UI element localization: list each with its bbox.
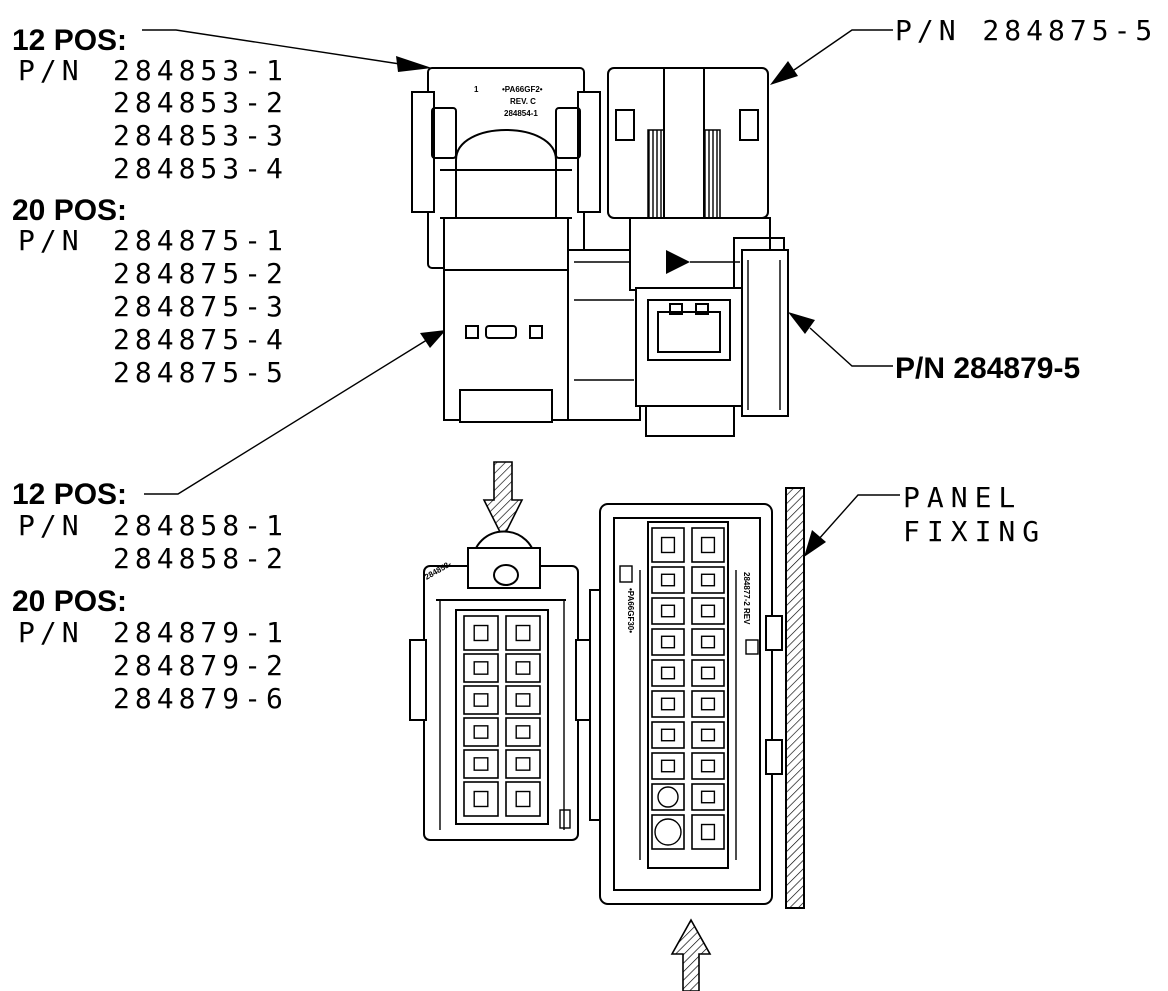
terminal-cavity bbox=[651, 690, 685, 718]
callout-heading-20pos: 20 POS: bbox=[12, 585, 127, 618]
arrowhead-icon bbox=[396, 56, 432, 72]
housing-20pos-bottom: •PA66GF30• 284877-2 REV bbox=[589, 503, 783, 905]
terminal-cavity bbox=[463, 749, 499, 779]
direction-triangle-icon bbox=[666, 250, 690, 274]
callout-panel-line1: PANEL bbox=[903, 481, 1022, 514]
terminal-cavity bbox=[691, 628, 725, 656]
terminal-cavity bbox=[463, 717, 499, 747]
callout-part-number: 284853-4 bbox=[113, 152, 288, 185]
terminal-cavity bbox=[651, 783, 685, 811]
insert-direction-arrow-down-icon bbox=[482, 461, 524, 540]
callout-part-number: 284875-4 bbox=[113, 323, 288, 356]
terminal-cavity bbox=[651, 628, 685, 656]
housing-part-number: 284877-2 REV bbox=[742, 572, 751, 625]
callout-part-number: 284875-3 bbox=[113, 290, 288, 323]
terminal-cavity bbox=[463, 685, 499, 715]
callout-part-number: 284875-5 bbox=[113, 356, 288, 389]
callout-part-number: P/N 284879-5 bbox=[895, 352, 1080, 385]
callout-pn-prefix: P/N bbox=[18, 616, 84, 649]
callout-part-number: 284853-3 bbox=[113, 119, 288, 152]
terminal-cavity bbox=[505, 749, 541, 779]
callout-pn-prefix: P/N bbox=[18, 509, 84, 542]
terminal-cavity bbox=[691, 566, 725, 594]
callout-part-number: P/N 284875-5 bbox=[895, 14, 1157, 47]
terminal-cavity bbox=[505, 653, 541, 683]
callout-part-number: 284875-2 bbox=[113, 257, 288, 290]
callout-part-number: 284879-6 bbox=[113, 682, 288, 715]
housing-material-code: •PA66GF30• bbox=[626, 588, 635, 633]
cavity-grid-12 bbox=[463, 615, 541, 817]
terminal-cavity bbox=[651, 597, 685, 625]
housing-12pos-top: 1 •PA66GF2• REV. C 284854-1 bbox=[411, 67, 601, 423]
terminal-cavity bbox=[651, 566, 685, 594]
callout-heading-20pos: 20 POS: bbox=[12, 194, 127, 227]
housing-material-code: •PA66GF2• bbox=[502, 85, 543, 94]
callout-part-number: 284879-1 bbox=[113, 616, 288, 649]
housing-284879-5 bbox=[635, 249, 789, 437]
callout-part-number: 284879-2 bbox=[113, 649, 288, 682]
callout-panel-line2: FIXING bbox=[903, 515, 1046, 548]
terminal-cavity bbox=[691, 527, 725, 563]
insert-direction-arrow-up-icon bbox=[670, 918, 712, 991]
terminal-cavity bbox=[505, 717, 541, 747]
terminal-cavity bbox=[691, 721, 725, 749]
cavity-grid-20 bbox=[651, 527, 725, 850]
callout-bottom-left: 12 POS: P/N 284858-1 284858-2 20 POS: P/… bbox=[12, 478, 288, 715]
terminal-cavity bbox=[651, 814, 685, 850]
terminal-cavity bbox=[691, 597, 725, 625]
terminal-cavity bbox=[505, 615, 541, 651]
panel-fixing-plate bbox=[785, 487, 805, 909]
leader-lines bbox=[142, 29, 900, 557]
arrowhead-icon bbox=[788, 312, 815, 334]
terminal-cavity bbox=[691, 659, 725, 687]
callout-pn-prefix: P/N bbox=[18, 54, 84, 87]
callout-part-number: 284858-1 bbox=[113, 509, 288, 542]
arrowhead-icon bbox=[770, 61, 798, 85]
housing-position-mark: 1 bbox=[474, 85, 479, 94]
housing-part-number: 284854-1 bbox=[504, 109, 538, 118]
callout-heading-12pos: 12 POS: bbox=[12, 24, 127, 57]
callout-part-number: 284875-1 bbox=[113, 224, 288, 257]
callout-part-number: 284853-2 bbox=[113, 86, 288, 119]
terminal-cavity bbox=[463, 781, 499, 817]
terminal-cavity bbox=[651, 527, 685, 563]
terminal-cavity bbox=[651, 721, 685, 749]
terminal-cavity bbox=[505, 685, 541, 715]
housing-12pos-bottom: 284858- bbox=[409, 530, 593, 841]
callout-heading-12pos: 12 POS: bbox=[12, 478, 127, 511]
housing-rev: REV. C bbox=[510, 97, 536, 106]
callout-pn-prefix: P/N bbox=[18, 224, 84, 257]
callout-part-number: 284853-1 bbox=[113, 54, 288, 87]
top-connector-assembly: 1 •PA66GF2• REV. C 284854-1 bbox=[411, 67, 789, 437]
terminal-cavity bbox=[651, 752, 685, 780]
callout-top-left: 12 POS: P/N 284853-1 284853-2 284853-3 2… bbox=[12, 24, 288, 389]
callout-top-right: P/N 284875-5 bbox=[895, 14, 1157, 47]
terminal-cavity bbox=[505, 781, 541, 817]
callout-part-number: 284858-2 bbox=[113, 542, 288, 575]
terminal-cavity bbox=[691, 752, 725, 780]
callout-panel-fixing: PANEL FIXING bbox=[903, 481, 1046, 548]
terminal-cavity bbox=[651, 659, 685, 687]
terminal-cavity bbox=[691, 814, 725, 850]
housing-284875-5 bbox=[607, 67, 785, 291]
terminal-cavity bbox=[463, 615, 499, 651]
terminal-cavity bbox=[691, 783, 725, 811]
callout-mid-right: P/N 284879-5 bbox=[895, 352, 1080, 385]
terminal-cavity bbox=[463, 653, 499, 683]
arrowhead-icon bbox=[804, 530, 826, 557]
arrowhead-icon bbox=[420, 330, 446, 348]
terminal-cavity bbox=[691, 690, 725, 718]
